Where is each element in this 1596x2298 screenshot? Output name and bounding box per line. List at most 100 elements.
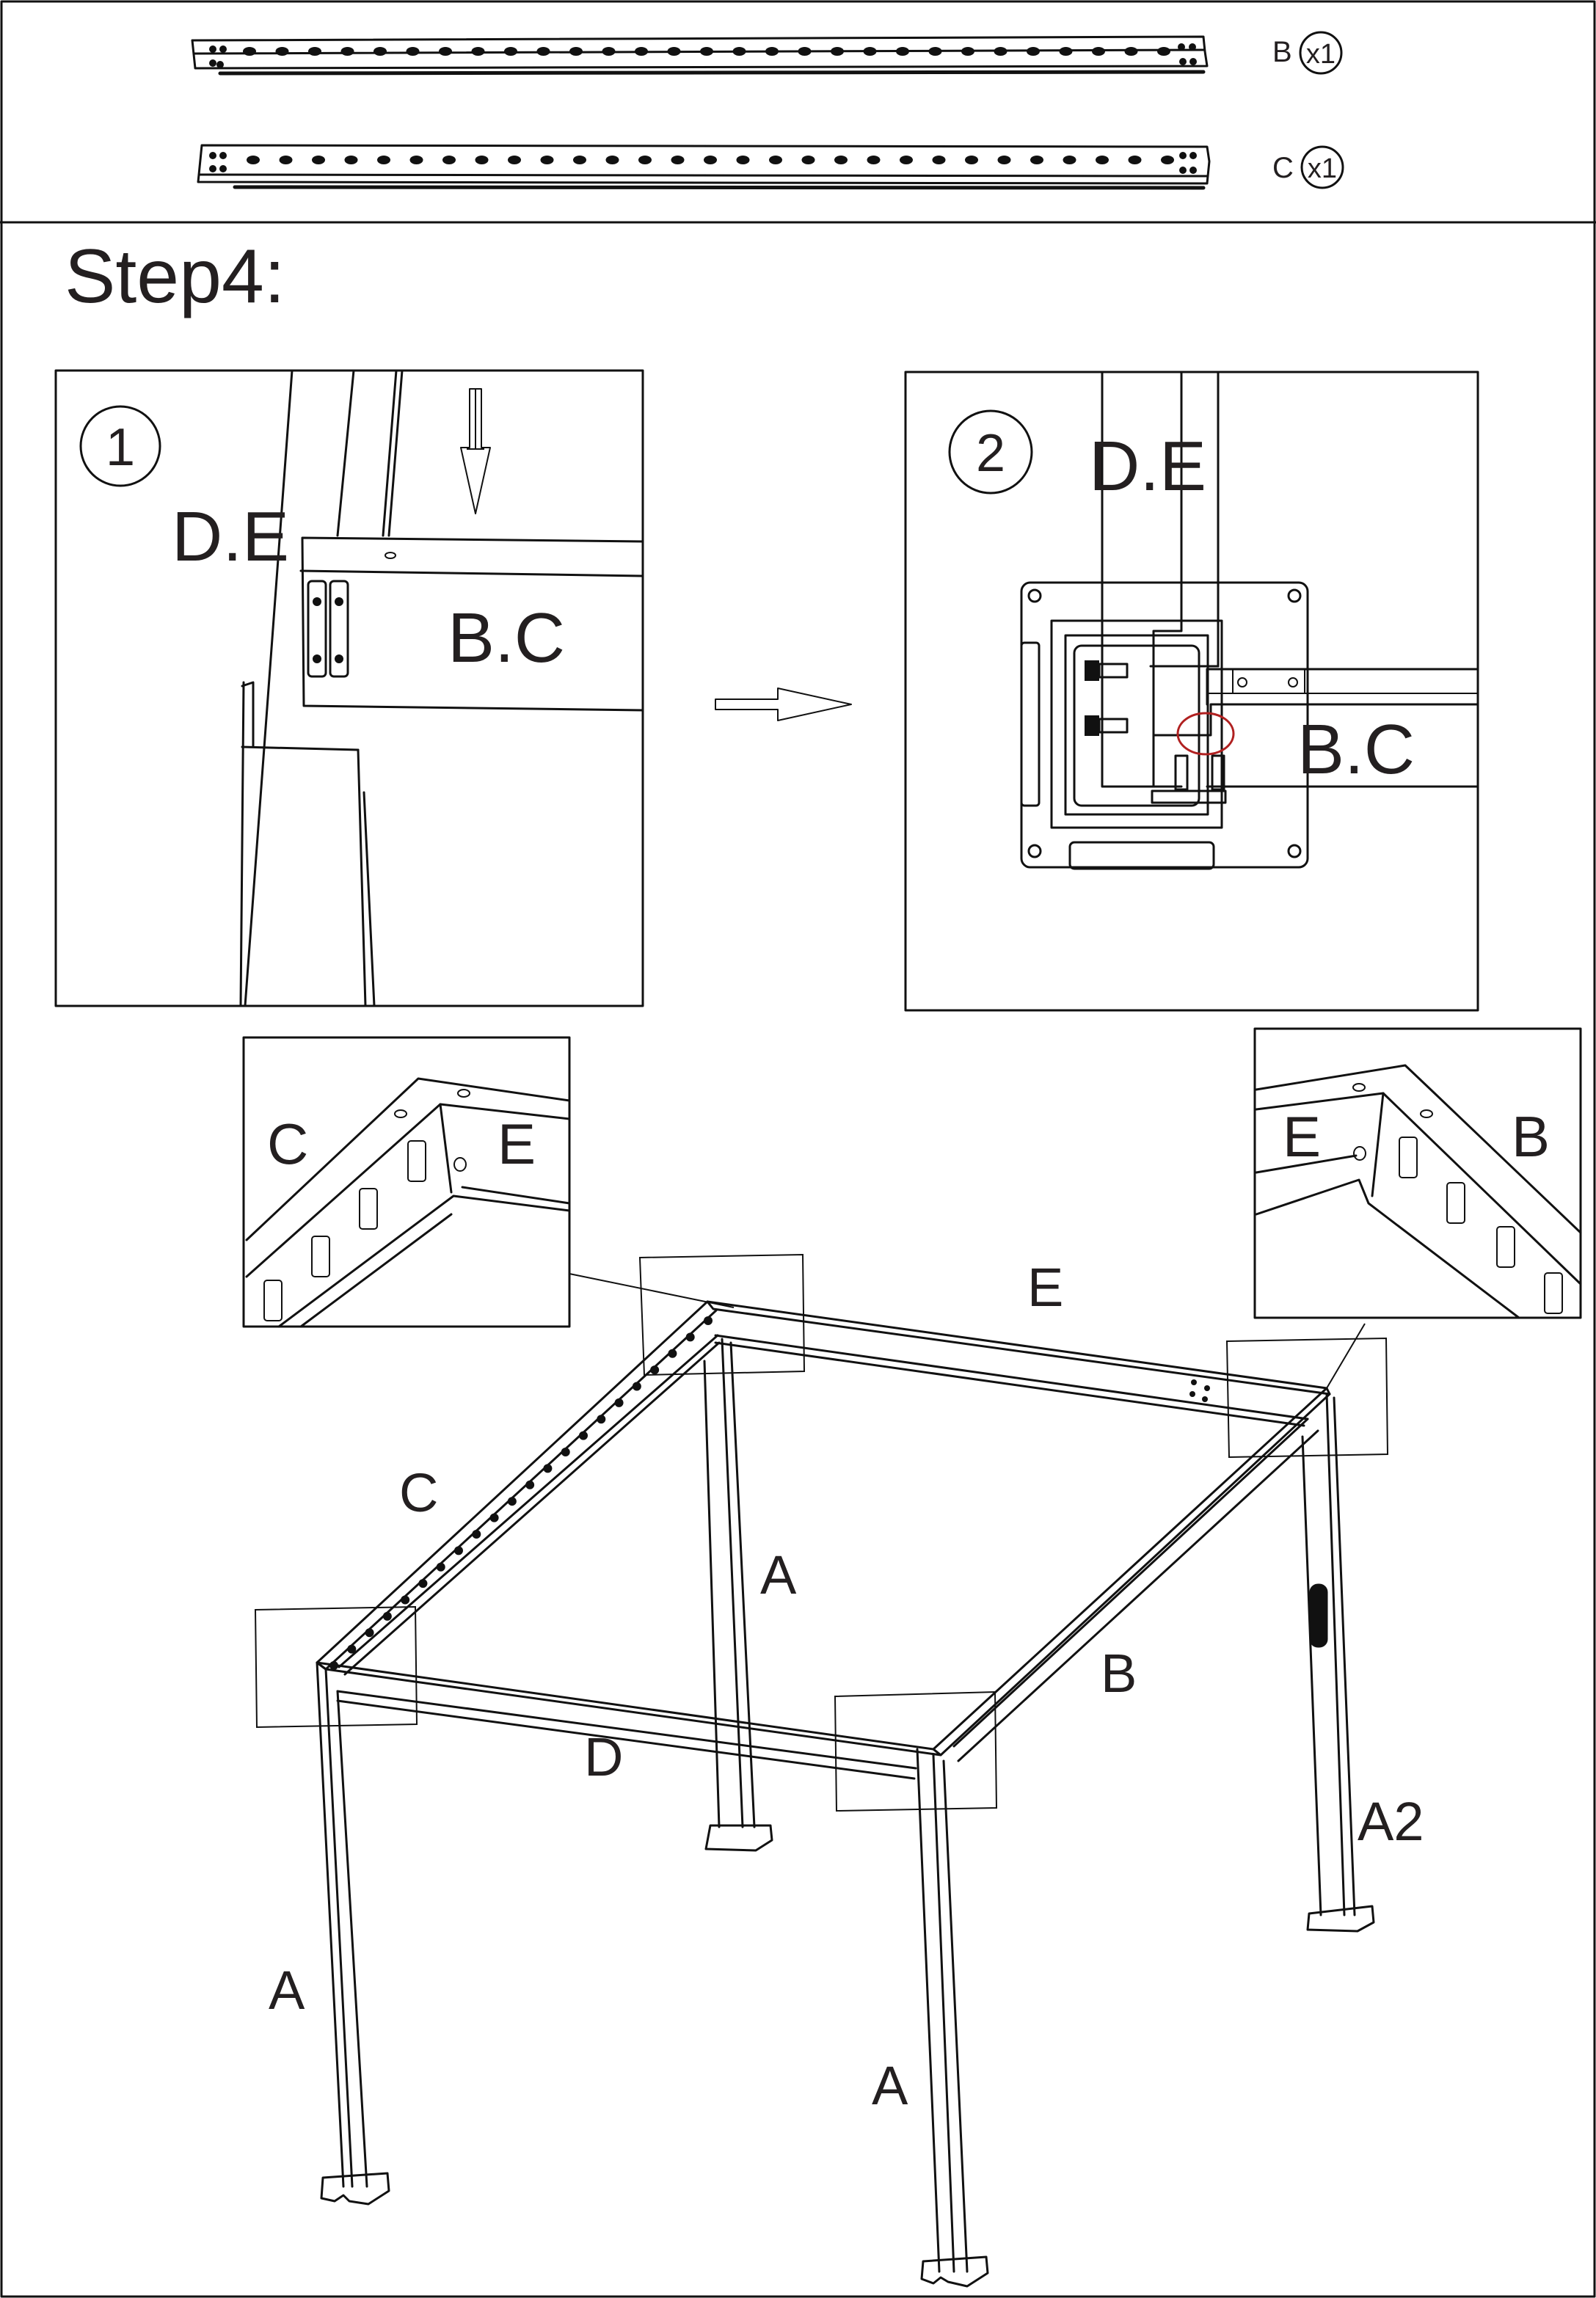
beam-c-clip bbox=[801, 156, 815, 164]
part-c-qty-circle bbox=[1300, 145, 1344, 189]
a2-connector-icon bbox=[1309, 1583, 1328, 1648]
beam-b-clip bbox=[1092, 47, 1105, 56]
beam-b-clip bbox=[765, 47, 779, 56]
frame-c-clip bbox=[472, 1529, 481, 1539]
panel-1-number-circle bbox=[79, 405, 161, 487]
frame-c-clip bbox=[543, 1464, 553, 1473]
panel-2-number: 2 bbox=[976, 424, 1005, 483]
beam-b-clip bbox=[961, 47, 974, 56]
frame-c-clip bbox=[365, 1628, 374, 1638]
panel-2: 2 bbox=[904, 371, 1479, 1012]
next-step-arrow-icon bbox=[715, 687, 852, 721]
beam-c-clip bbox=[1063, 156, 1076, 164]
beam-c-clip bbox=[704, 156, 717, 164]
beam-c-clip bbox=[344, 156, 358, 164]
beam-b-clip bbox=[896, 47, 909, 56]
frame-c-clip bbox=[632, 1382, 641, 1391]
beam-c-clip bbox=[312, 156, 325, 164]
part-b-qty-circle bbox=[1299, 31, 1343, 75]
gazebo-frame bbox=[254, 1253, 1389, 2288]
detail-left bbox=[242, 1036, 735, 1328]
beam-b-clip bbox=[1027, 47, 1040, 56]
detail-right-label-b: B bbox=[1512, 1104, 1550, 1169]
beam-b-clip bbox=[471, 47, 485, 56]
detail-right-label-e: E bbox=[1283, 1104, 1321, 1169]
beam-c-clip bbox=[409, 156, 423, 164]
part-b-beam bbox=[191, 35, 1209, 76]
beam-b-clip bbox=[308, 47, 321, 56]
beam-b-clip bbox=[994, 47, 1007, 56]
frame-c-clip bbox=[401, 1595, 410, 1605]
panel-1-number: 1 bbox=[106, 418, 135, 477]
frame-c-clip bbox=[507, 1497, 517, 1506]
beam-b-clip bbox=[602, 47, 616, 56]
beam-c-clip bbox=[573, 156, 586, 164]
beam-b-clip bbox=[928, 47, 942, 56]
frame-c-clip bbox=[685, 1332, 695, 1342]
frame-label-a-back: A bbox=[760, 1544, 797, 1605]
panel-1-beam-label: B.C bbox=[448, 599, 565, 677]
detail-left-label-c: C bbox=[267, 1112, 308, 1176]
zoom-box-front-left bbox=[254, 1605, 418, 1729]
part-c-beam bbox=[197, 144, 1211, 190]
beam-b-clip bbox=[831, 47, 844, 56]
frame-c-clip bbox=[347, 1644, 357, 1654]
panel-2-post-label: D.E bbox=[1089, 427, 1206, 506]
part-b-qty: x1 bbox=[1306, 39, 1336, 70]
part-c-qty: x1 bbox=[1308, 153, 1337, 184]
beam-b-clip bbox=[863, 47, 877, 56]
beam-c-clip bbox=[671, 156, 685, 164]
beam-c-clip bbox=[965, 156, 978, 164]
frame-label-e: E bbox=[1027, 1257, 1063, 1318]
beam-b-clip bbox=[700, 47, 713, 56]
frame-c-clip bbox=[561, 1448, 570, 1457]
beam-b-clip bbox=[374, 47, 387, 56]
beam-b-clip bbox=[798, 47, 812, 56]
beam-c-clip bbox=[834, 156, 848, 164]
frame-label-b: B bbox=[1101, 1643, 1137, 1704]
frame-label-c: C bbox=[399, 1462, 438, 1523]
panel-2-beam-label: B.C bbox=[1297, 710, 1415, 789]
beam-b-clip bbox=[406, 47, 420, 56]
beam-c-clip bbox=[605, 156, 619, 164]
beam-c-clip bbox=[736, 156, 750, 164]
callout-line-right bbox=[1326, 1323, 1366, 1389]
beam-b-clip bbox=[504, 47, 517, 56]
frame-label-a-front-left: A bbox=[269, 1960, 305, 2021]
frame-c-clip bbox=[614, 1398, 624, 1407]
beam-c-clip bbox=[279, 156, 293, 164]
beam-b-clip bbox=[635, 47, 648, 56]
frame-label-d: D bbox=[584, 1726, 623, 1787]
beam-b-clip bbox=[667, 47, 681, 56]
beam-b-clip bbox=[536, 47, 550, 56]
frame-c-clip bbox=[704, 1316, 713, 1325]
part-c-label: C bbox=[1272, 152, 1294, 184]
zoom-box-front-right bbox=[834, 1690, 998, 1812]
detail-left-label-e: E bbox=[498, 1112, 536, 1176]
beam-b-clip bbox=[569, 47, 583, 56]
beam-c-clip bbox=[769, 156, 782, 164]
beam-c-clip bbox=[540, 156, 554, 164]
frame-c-clip bbox=[382, 1611, 392, 1621]
frame-label-a-front-right: A bbox=[872, 2055, 908, 2116]
detail-right bbox=[1253, 1027, 1582, 1389]
beam-b-clip bbox=[732, 47, 746, 56]
beam-c-clip bbox=[508, 156, 521, 164]
zoom-box-back-right bbox=[1225, 1337, 1389, 1459]
beam-c-clip bbox=[867, 156, 881, 164]
beam-c-clip bbox=[1096, 156, 1109, 164]
frame-c-clip bbox=[436, 1562, 445, 1572]
zoom-box-back-left bbox=[638, 1253, 806, 1376]
beam-b-clip bbox=[1124, 47, 1138, 56]
beam-c-clip bbox=[638, 156, 652, 164]
beam-b-clip bbox=[340, 47, 354, 56]
beam-b-clip bbox=[243, 47, 256, 56]
frame-c-clip bbox=[579, 1431, 588, 1440]
beam-c-clip bbox=[932, 156, 946, 164]
frame-c-clip bbox=[454, 1546, 463, 1555]
frame-c-clip bbox=[489, 1513, 499, 1522]
frame-c-clip bbox=[650, 1365, 660, 1375]
frame-c-clip bbox=[418, 1579, 428, 1588]
panel-2-number-circle bbox=[948, 409, 1033, 495]
